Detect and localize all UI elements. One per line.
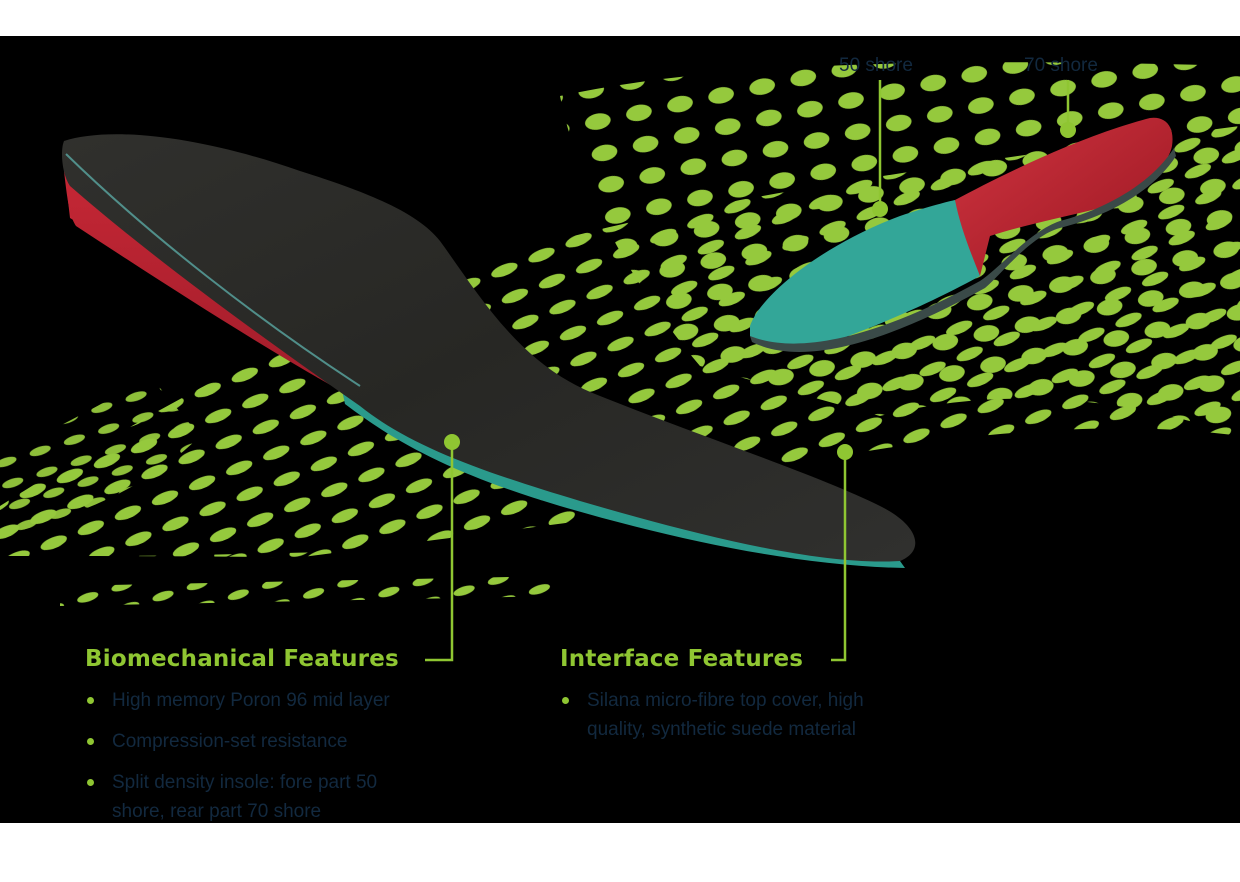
product-feature-canvas: 50 shore 70 shore Biomechanical Features… (0, 36, 1240, 823)
bullet-icon (87, 697, 94, 704)
bullet-icon (87, 779, 94, 786)
biomechanical-features-heading: Biomechanical Features (85, 646, 399, 672)
feature-item: Compression-set resistance (85, 727, 425, 756)
rear-part-70-shore-label: 70 shore (1024, 55, 1098, 76)
insole-illustration (0, 36, 1240, 823)
feature-item: Split density insole: fore part 50 shore… (85, 768, 425, 823)
callout-lines (425, 80, 1070, 662)
bullet-icon (87, 738, 94, 745)
interface-features-heading: Interface Features (560, 646, 804, 672)
split-density-insole (750, 117, 1176, 352)
interface-features-list: Silana micro-fibre top cover, high quali… (560, 686, 920, 744)
main-insole (62, 134, 916, 568)
feature-item: High memory Poron 96 mid layer (85, 686, 425, 715)
fore-part-50-shore-label: 50 shore (839, 55, 913, 76)
feature-item: Silana micro-fibre top cover, high quali… (560, 686, 920, 744)
biomechanical-features-list: High memory Poron 96 mid layer Compressi… (85, 686, 425, 823)
bullet-icon (562, 697, 569, 704)
callout-dots (444, 122, 1076, 460)
